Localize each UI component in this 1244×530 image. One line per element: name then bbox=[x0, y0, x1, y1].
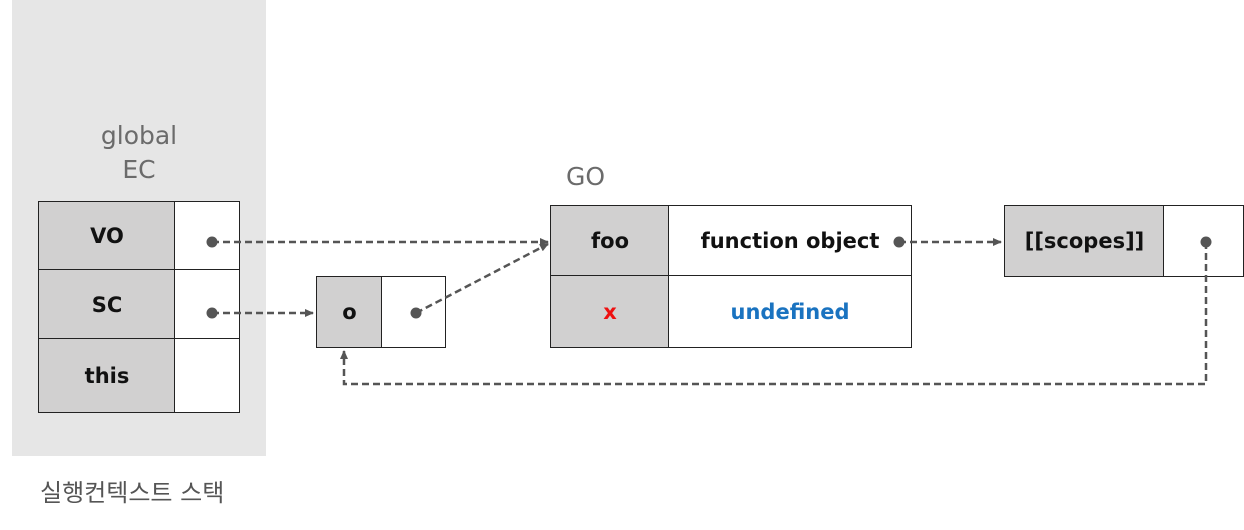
go-x-value: undefined bbox=[668, 275, 912, 348]
ec-this-value bbox=[174, 338, 240, 413]
function-scopes-value bbox=[1163, 205, 1244, 277]
ec-sc-label: SC bbox=[38, 269, 176, 340]
scope-object-label: o bbox=[316, 276, 383, 348]
global-object-title: GO bbox=[566, 162, 606, 191]
ec-this-label: this bbox=[38, 338, 176, 413]
go-x-key: x bbox=[550, 275, 670, 348]
function-scopes-label: [[scopes]] bbox=[1004, 205, 1165, 277]
ec-vo-value bbox=[174, 201, 240, 271]
go-foo-key: foo bbox=[550, 205, 670, 277]
go-foo-value: function object bbox=[668, 205, 912, 277]
global-ec-title-line2: EC bbox=[122, 155, 156, 184]
execution-context-stack-caption: 실행컨텍스트 스택 bbox=[40, 479, 225, 507]
ec-vo-label: VO bbox=[38, 201, 176, 271]
scope-object-value bbox=[381, 276, 446, 348]
global-ec-title-line1: global bbox=[100, 121, 178, 150]
ec-sc-value bbox=[174, 269, 240, 340]
